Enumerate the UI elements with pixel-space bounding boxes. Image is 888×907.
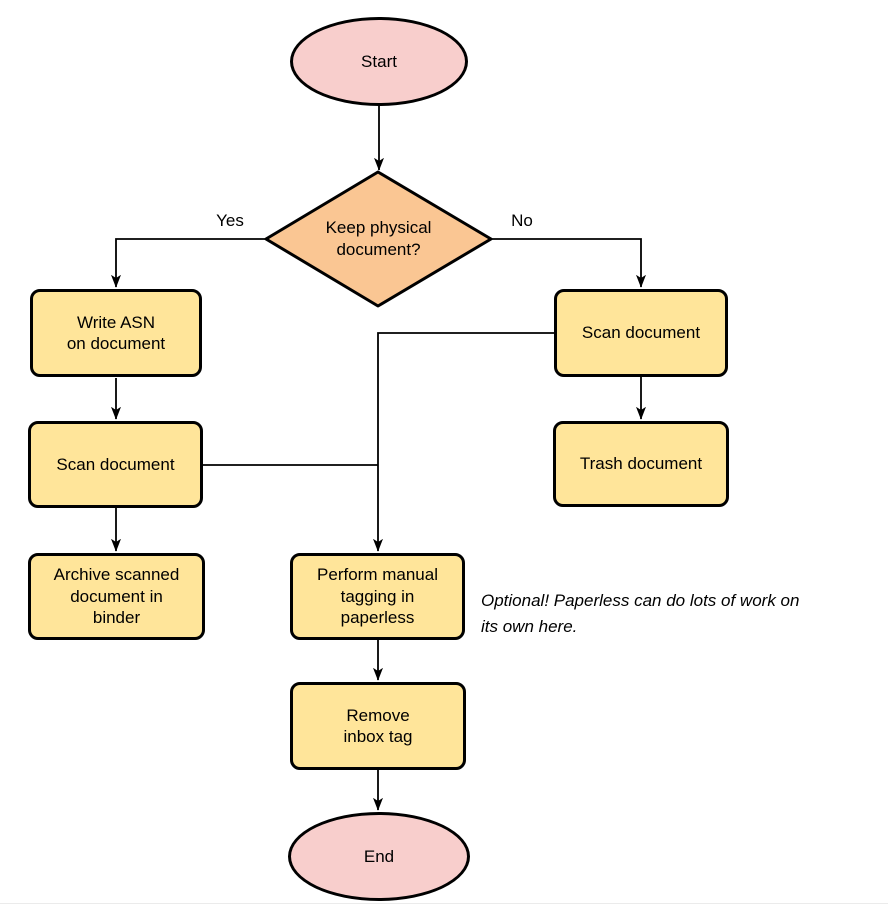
node-remove-inbox-tag: Remove inbox tag <box>290 682 466 770</box>
node-tagging: Perform manual tagging in paperless <box>290 553 465 640</box>
node-start-label: Start <box>361 51 397 71</box>
node-decision-line: document? <box>336 240 421 259</box>
optional-note: Optional! Paperless can do lots of work … <box>481 588 799 640</box>
edge-decision-yes-to-write-asn <box>111 238 265 288</box>
edge-decision-no-to-scan-right <box>491 238 646 288</box>
node-scan-document-left: Scan document <box>28 421 203 508</box>
node-tagging-line: paperless <box>340 608 415 628</box>
node-write-asn: Write ASN on document <box>30 289 202 377</box>
node-start: Start <box>290 17 468 106</box>
node-archive: Archive scanned document in binder <box>28 553 205 640</box>
node-decision-line: Keep physical <box>325 218 432 237</box>
node-tagging-line: tagging in <box>340 586 415 606</box>
node-scan-document-left-label: Scan document <box>56 454 175 474</box>
node-scan-document-right: Scan document <box>554 289 728 377</box>
edge-label-no: No <box>498 211 546 231</box>
page-bottom-divider <box>0 903 888 904</box>
optional-note-line: Optional! Paperless can do lots of work … <box>481 591 800 610</box>
edge-scan-right-to-tagging <box>373 332 554 552</box>
node-archive-line: binder <box>92 608 141 628</box>
node-end: End <box>288 812 470 901</box>
optional-note-line: its own here. <box>481 617 578 636</box>
node-write-asn-line: on document <box>66 334 166 353</box>
node-remove-inbox-tag-line: Remove <box>346 705 410 725</box>
node-archive-line: Archive scanned <box>53 565 180 585</box>
decision-diamond-shape <box>264 170 493 308</box>
node-tagging-line: Perform manual <box>317 565 438 585</box>
node-trash-document-label: Trash document <box>579 454 703 474</box>
node-decision: Keep physical document? <box>266 172 491 306</box>
node-remove-inbox-tag-line: inbox tag <box>343 727 413 746</box>
node-write-asn-line: Write ASN <box>76 312 156 332</box>
node-scan-document-right-label: Scan document <box>581 323 701 343</box>
edge-label-yes: Yes <box>205 211 255 231</box>
node-end-label: End <box>363 846 395 866</box>
node-trash-document: Trash document <box>553 421 729 507</box>
node-archive-line: document in <box>70 586 163 606</box>
